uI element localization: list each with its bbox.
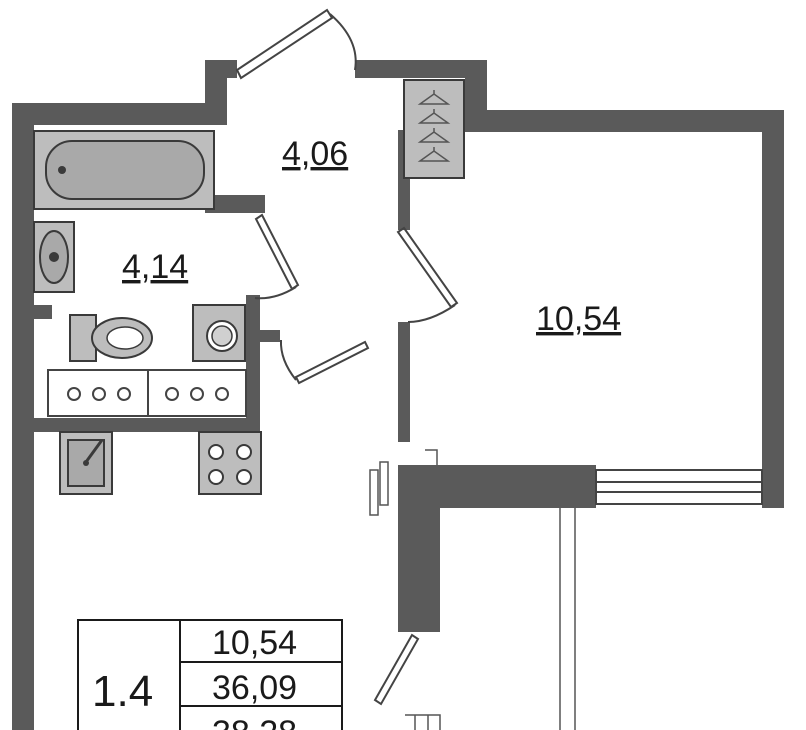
bathroom-top-wall xyxy=(12,103,227,125)
bathroom-door-swing xyxy=(254,286,297,300)
left-outer-wall xyxy=(12,103,34,730)
bathroom-fixtures xyxy=(33,130,246,362)
living-right-wall xyxy=(762,110,784,508)
bathroom-right-wall xyxy=(246,295,260,425)
living-bottom-right-wall xyxy=(762,465,784,508)
wardrobe xyxy=(403,79,465,179)
entrance-door-swing xyxy=(329,13,357,71)
living-door-leaf xyxy=(396,226,459,309)
bathroom-door-stub xyxy=(246,330,280,342)
summary-table: 1.4 10,54 36,09 38,28 xyxy=(77,619,343,730)
kitchen xyxy=(47,369,262,495)
living-window xyxy=(595,469,763,505)
hall-top-right-wall xyxy=(355,60,485,78)
bathtub-basin xyxy=(45,140,205,200)
bathtub-drain xyxy=(58,166,66,174)
hall-living-partition-bottom xyxy=(398,322,410,442)
kitchen-door-swing xyxy=(279,339,297,381)
toilet-left-wall xyxy=(12,305,52,319)
bathroom-area-label: 4,14 xyxy=(122,248,188,286)
bathroom-right-wall-top xyxy=(205,195,265,213)
hall-top-left-wall xyxy=(205,60,237,78)
kitchen-right-wall xyxy=(398,465,440,632)
apartment-type-label: 1.4 xyxy=(92,667,153,716)
table-value-1: 10,54 xyxy=(212,624,297,662)
windows xyxy=(369,449,763,730)
living-area-label: 10,54 xyxy=(536,300,621,338)
hall-area-label: 4,06 xyxy=(282,135,348,173)
washbasin-drain xyxy=(49,252,59,262)
hall-living-partition-top xyxy=(398,180,410,230)
bathroom-bottom-wall xyxy=(12,418,260,432)
walls xyxy=(12,60,784,730)
balcony-door-leaf xyxy=(373,633,420,706)
doors xyxy=(235,8,459,706)
living-door-swing xyxy=(407,304,456,323)
table-value-2: 36,09 xyxy=(212,669,297,707)
stove xyxy=(198,431,262,495)
bathroom-door-leaf xyxy=(254,213,300,291)
table-value-3: 38,28 xyxy=(212,714,297,730)
living-top-wall xyxy=(465,110,783,132)
entrance-door-leaf xyxy=(235,8,334,80)
kitchen-door-leaf xyxy=(294,340,370,385)
